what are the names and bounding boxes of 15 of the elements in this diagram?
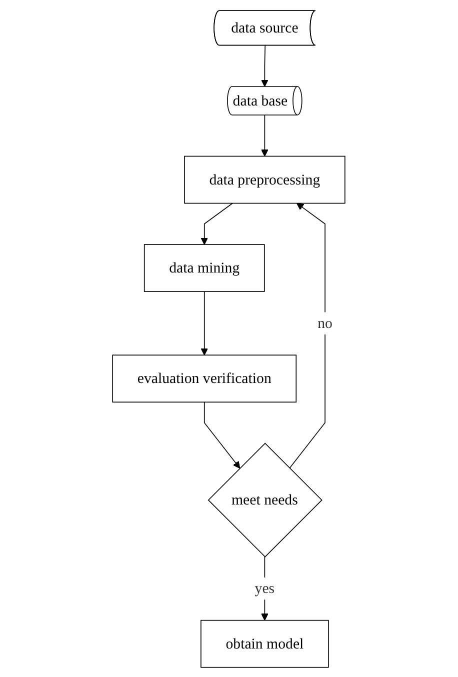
arrow	[200, 202, 234, 244]
node-box: data mining	[144, 244, 266, 292]
arrow	[204, 401, 240, 468]
node-text: data base	[233, 92, 288, 108]
arrow	[289, 202, 326, 468]
arrow	[261, 556, 269, 620]
node-box: data preprocessing	[184, 155, 346, 204]
edge-label: no	[318, 314, 333, 331]
node-box: obtain model	[200, 619, 330, 668]
node-diamond: meet needs	[208, 442, 323, 557]
arrow	[261, 114, 269, 156]
node-box: evaluation verification	[112, 354, 297, 402]
arrow	[200, 290, 208, 355]
arrow	[261, 44, 269, 86]
edge-label: yes	[255, 579, 275, 596]
